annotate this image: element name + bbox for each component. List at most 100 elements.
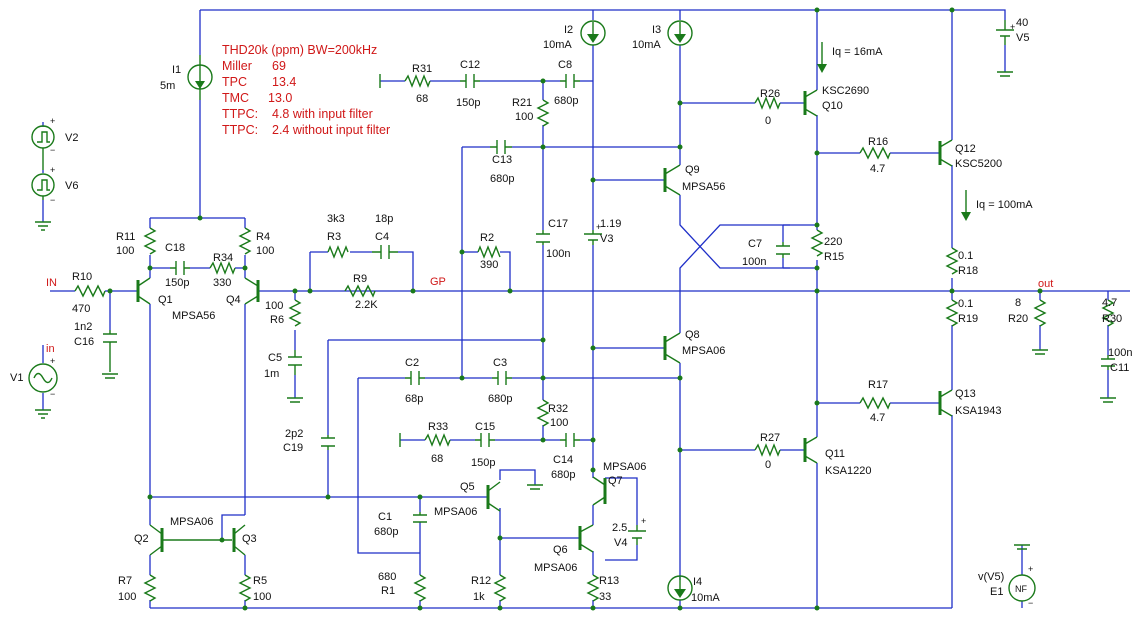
value-C19: 2p2 <box>285 428 303 440</box>
svg-text:+: + <box>1010 22 1015 32</box>
svg-text:NF: NF <box>1015 584 1027 594</box>
label-Q7: Q7 <box>608 475 623 487</box>
ground-symbol <box>102 373 118 379</box>
label-Q6: Q6 <box>553 544 568 556</box>
resistor-R10 <box>74 284 106 298</box>
value-R2: 390 <box>480 259 498 271</box>
label-R26: R26 <box>760 88 780 100</box>
label-R9: R9 <box>353 273 367 285</box>
label-R12: R12 <box>471 575 491 587</box>
label-C2: C2 <box>405 357 419 369</box>
transistor-Q9 <box>663 164 681 196</box>
label-I4: I4 <box>693 576 702 588</box>
polarity-marks: +− +− +− + + + +− <box>50 22 1033 608</box>
value-I3: 10mA <box>632 39 661 51</box>
label-C16: C16 <box>74 336 94 348</box>
capacitor-C16 <box>103 330 117 372</box>
wires <box>42 9 1130 609</box>
label-V2: V2 <box>65 132 78 144</box>
label-C3: C3 <box>493 357 507 369</box>
value-R7: 100 <box>118 591 136 603</box>
transistor-Q8 <box>663 332 681 364</box>
value-R13: 33 <box>599 591 611 603</box>
current-arrow-icon <box>817 64 827 73</box>
value-C18: 150p <box>165 277 189 289</box>
svg-text:−: − <box>1028 598 1033 608</box>
transistor-Q11 <box>803 436 818 464</box>
label-Q4: Q4 <box>226 294 241 306</box>
label-R27: R27 <box>760 432 780 444</box>
capacitor-C19 <box>321 435 335 450</box>
resistor-R27 <box>754 443 781 457</box>
label-V4: V4 <box>614 537 627 549</box>
value-R21: 100 <box>515 111 533 123</box>
label-R10: R10 <box>72 271 92 283</box>
resistor-R31 <box>404 74 431 88</box>
capacitor-C12 <box>460 74 480 88</box>
ground-symbol <box>35 409 51 419</box>
label-R20: R20 <box>1008 313 1028 325</box>
model-Q1: MPSA56 <box>172 310 215 322</box>
label-iq-output: Iq = 100mA <box>976 199 1033 211</box>
transistor-Q3 <box>232 524 246 556</box>
capacitor-C2 <box>405 371 425 385</box>
label-R7: R7 <box>118 575 132 587</box>
svg-text:+: + <box>641 516 646 526</box>
label-Q9: Q9 <box>685 164 700 176</box>
svg-text:−: − <box>50 389 55 399</box>
value-C16: 1n2 <box>74 321 92 333</box>
resistor-R19 <box>945 299 959 327</box>
label-C17: C17 <box>548 218 568 230</box>
value-R4: 100 <box>256 245 274 257</box>
capacitor-C1 <box>413 512 427 523</box>
svg-text:+: + <box>50 165 55 175</box>
value-R26: 0 <box>765 115 771 127</box>
value-R31: 68 <box>416 93 428 105</box>
value-V4: 2.5 <box>612 522 627 534</box>
net-label-gp: GP <box>430 276 446 288</box>
resistor-R13 <box>586 574 600 602</box>
value-R16: 4.7 <box>870 163 885 175</box>
components: NF <box>28 20 1116 602</box>
label-R16: R16 <box>868 136 888 148</box>
label-R15: R15 <box>824 251 844 263</box>
model-Q10: KSC2690 <box>822 85 869 97</box>
transistor-Q13 <box>938 389 953 417</box>
thd-annotation: THD20k (ppm) BW=200kHz Miller 69 TPC 13.… <box>222 43 390 137</box>
capacitor-C8 <box>560 74 580 88</box>
battery-V3 <box>584 230 602 245</box>
label-R31: R31 <box>412 63 432 75</box>
label-C11: C11 <box>1110 362 1129 374</box>
model-Q6: MPSA06 <box>534 562 577 574</box>
transistor-Q6 <box>578 524 594 553</box>
resistor-R9 <box>344 284 376 298</box>
value-R19: 0.1 <box>958 298 973 310</box>
model-Q12: KSC5200 <box>955 158 1002 170</box>
ground-symbol <box>1032 349 1048 355</box>
value-C1: 680p <box>374 526 398 538</box>
label-R17: R17 <box>868 379 888 391</box>
label-R1: R1 <box>381 585 395 597</box>
label-R34: R34 <box>213 252 233 264</box>
value-R30: 4.7 <box>1102 297 1117 309</box>
transistor-Q1 <box>136 277 151 305</box>
current-source-I4 <box>667 575 693 601</box>
resistor-R18 <box>945 247 959 275</box>
label-Q13: Q13 <box>955 388 976 400</box>
label-C7: C7 <box>748 238 762 250</box>
value-R18: 0.1 <box>958 250 973 262</box>
value-R12: 1k <box>473 591 485 603</box>
value-C14: 680p <box>551 469 575 481</box>
ground-symbol <box>527 484 543 490</box>
label-C14: C14 <box>553 454 573 466</box>
capacitor-C5 <box>288 350 302 375</box>
ground-symbol <box>997 71 1013 77</box>
value-R1: 680 <box>378 571 396 583</box>
value-C13: 680p <box>490 173 514 185</box>
label-V5: V5 <box>1016 32 1029 44</box>
label-R19: R19 <box>958 313 978 325</box>
value-R32: 100 <box>550 417 568 429</box>
resistor-R3 <box>327 245 349 259</box>
capacitor-C7 <box>776 242 790 258</box>
